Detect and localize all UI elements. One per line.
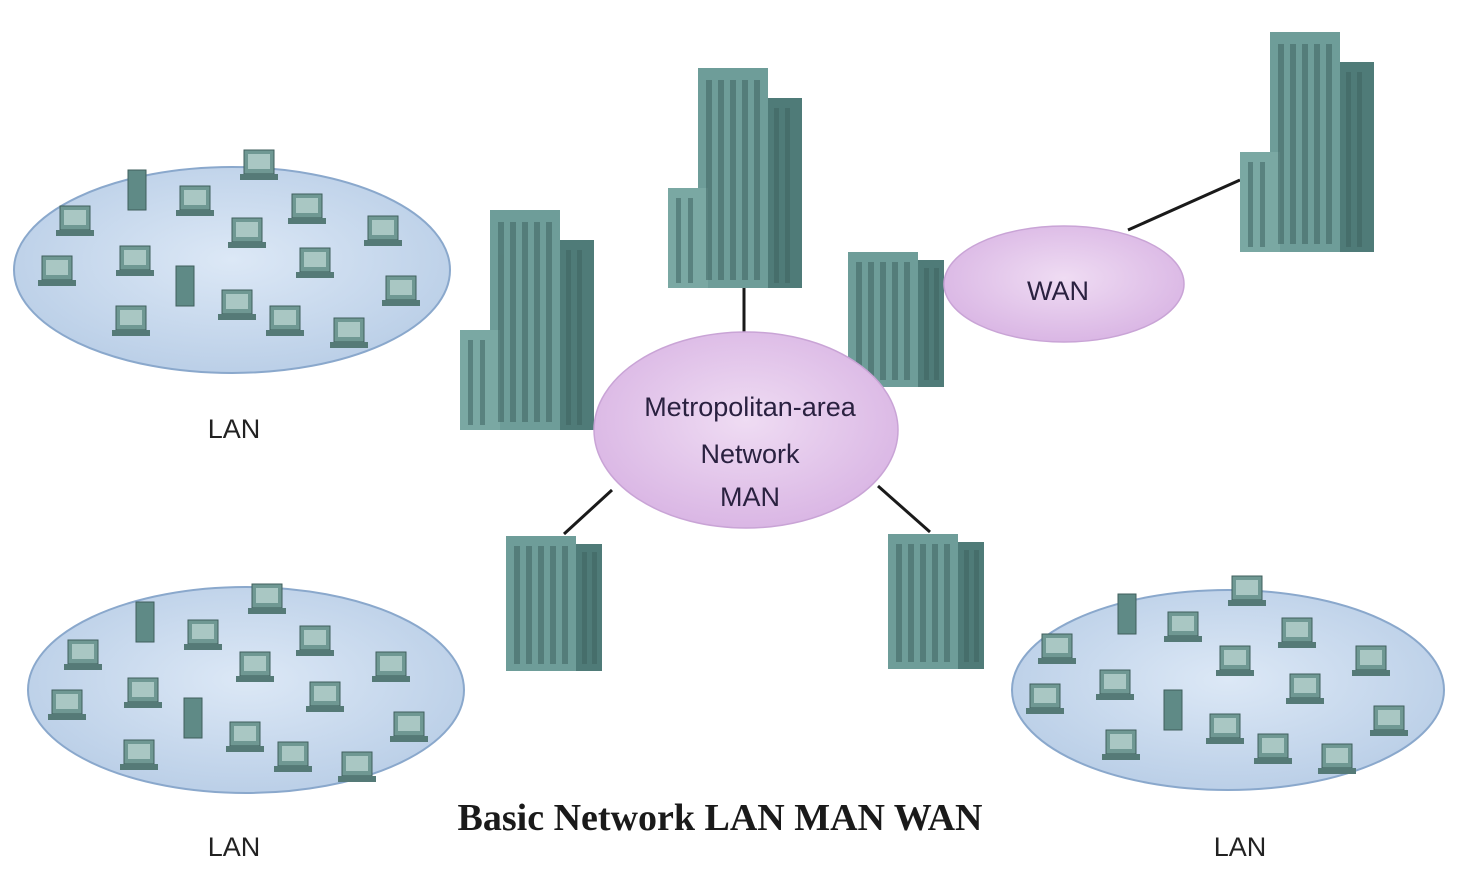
man-ellipse [593, 331, 899, 529]
building-man-bottom-right [888, 534, 984, 669]
link-man-bottom-left-building [562, 488, 614, 536]
lan-ellipse-bottom-right [1011, 589, 1445, 791]
man-label-line-3: MAN [720, 482, 780, 512]
wan-label: WAN [1027, 276, 1089, 306]
network-links [562, 178, 1241, 536]
lan-ellipse-bottom-left [27, 586, 465, 794]
wan-ellipse [943, 225, 1185, 343]
lan-label-top-left: LAN [207, 414, 261, 444]
building-wan-remote [1240, 32, 1374, 252]
building-man-top [668, 68, 802, 288]
diagram-caption: Basic Network LAN MAN WAN [457, 797, 983, 839]
building-man-bottom-left [506, 536, 602, 671]
man-label-line-2: Network [700, 439, 800, 469]
lan-ellipse-top-left [13, 166, 451, 374]
building-group [460, 32, 1374, 671]
man-label-line-1: Metropolitan-area [644, 392, 857, 422]
lan-label-bottom-left: LAN [207, 832, 261, 862]
building-man-left [460, 210, 594, 430]
link-wan-remote-building [1127, 178, 1241, 232]
lan-label-bottom-right: LAN [1213, 832, 1267, 862]
link-man-bottom-right-building [877, 484, 931, 534]
